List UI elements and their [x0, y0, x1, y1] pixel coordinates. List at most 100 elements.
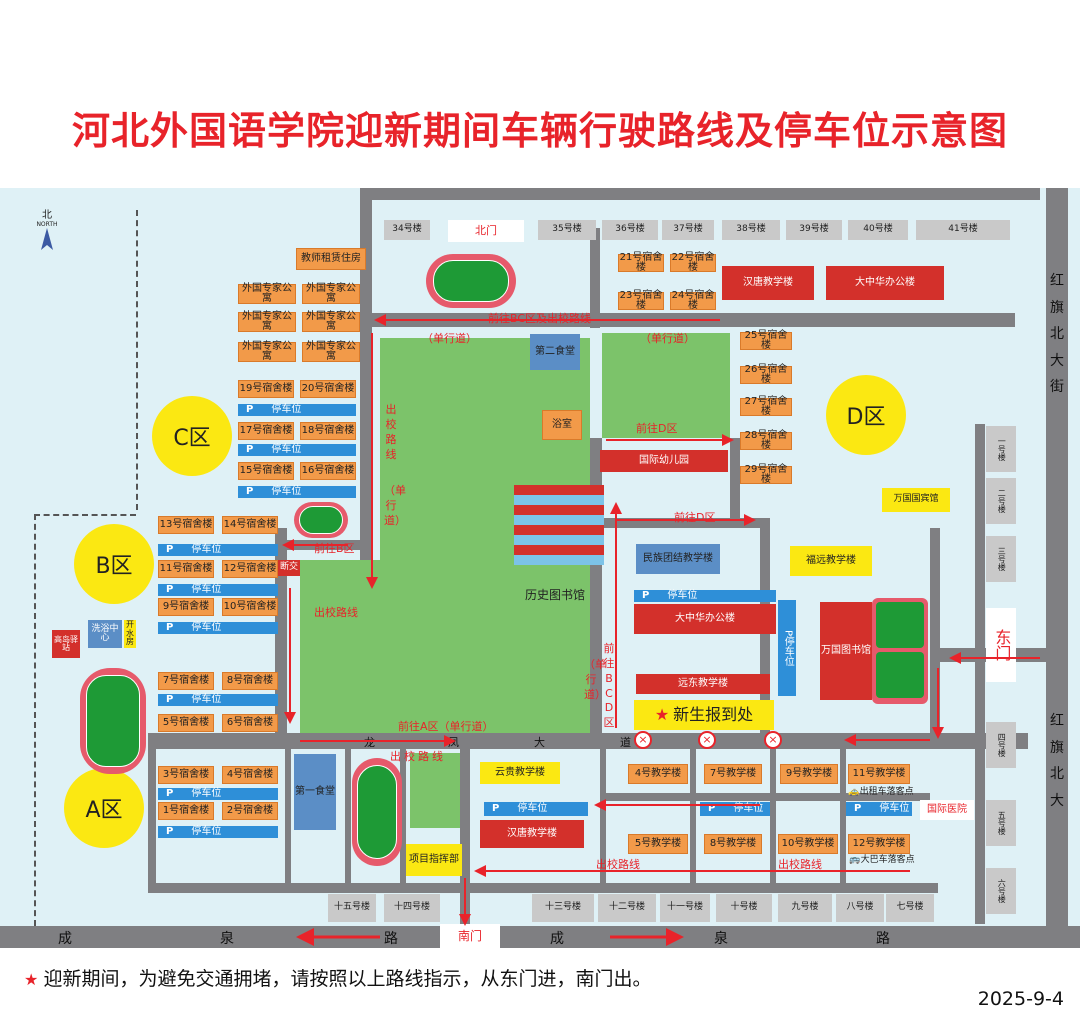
dorm-12: 12号宿舍楼 [222, 560, 278, 578]
road-longfeng [148, 733, 1028, 749]
shower-center: 洗浴中心 [88, 620, 122, 648]
south-building-14: 十四号楼 [384, 894, 440, 922]
no-entry-icon: × [634, 731, 652, 749]
star-icon: ★ [24, 970, 44, 989]
street-hongqi-bottom: 红旗北大 [1050, 713, 1064, 809]
road-a4 [400, 748, 406, 888]
road-a-west [148, 733, 156, 893]
footer: ★ 迎新期间，为避免交通拥堵，请按照以上路线指示，从东门进，南门出。 2025-… [0, 948, 1080, 1030]
road-d-vert [730, 438, 740, 518]
road-t2 [690, 748, 696, 888]
street-da: 大 [534, 736, 545, 749]
zone-c: C区 [152, 396, 232, 476]
expert-apt-6: 外国专家公寓 [302, 341, 360, 362]
footer-date: 2025-9-4 [977, 988, 1064, 1010]
dazhonghua-building: 大中华办公楼 [826, 266, 944, 300]
hantang-building-2: 汉唐教学楼 [480, 820, 584, 848]
expert-apt-4: 外国专家公寓 [302, 311, 360, 332]
street-long: 龙 [364, 736, 375, 749]
street-lu-1: 路 [384, 931, 398, 947]
building-41: 41号楼 [916, 220, 1010, 240]
south-gate[interactable]: 南门 [440, 924, 500, 948]
canteen-1: 第一食堂 [294, 754, 336, 830]
boundary-dash [136, 210, 138, 510]
no-entry-icon: × [698, 731, 716, 749]
south-building-7: 七号楼 [886, 894, 934, 922]
expert-apt-3: 外国专家公寓 [238, 311, 296, 332]
road-chengquan [0, 926, 1080, 948]
intersection-closed: 断交 [278, 560, 300, 576]
island-station: 高岛驿站 [52, 630, 80, 658]
road-east-edge [975, 424, 985, 924]
teaching-4: 4号教学楼 [628, 764, 688, 784]
south-building-12: 十二号楼 [598, 894, 656, 922]
building-37: 37号楼 [662, 220, 714, 240]
dorm-10: 10号宿舍楼 [222, 598, 278, 616]
history-library-shape [514, 485, 604, 583]
kindergarten: 国际幼儿园 [600, 450, 728, 472]
route-oneway-1: （单行道） [422, 332, 477, 345]
minzu-building: 民族团结教学楼 [636, 544, 720, 574]
dorm-17: 17号宿舍楼 [238, 422, 294, 440]
footer-note: ★ 迎新期间，为避免交通拥堵，请按照以上路线指示，从东门进，南门出。 [24, 968, 652, 990]
south-building-8: 八号楼 [836, 894, 884, 922]
teaching-12: 12号教学楼 [848, 834, 910, 854]
registration-desk[interactable]: ★新生报到处 [634, 700, 774, 730]
street-dao: 道 [620, 736, 631, 749]
expert-apt-1: 外国专家公寓 [238, 283, 296, 304]
dorm-18: 18号宿舍楼 [300, 422, 356, 440]
street-hongqi-top: 红旗北大街 [1050, 273, 1064, 396]
east-gate[interactable]: 东门 [986, 608, 1016, 682]
expert-apt-5: 外国专家公寓 [238, 341, 296, 362]
teaching-11: 11号教学楼 [848, 764, 910, 784]
taxi-dropoff: 🚕出租车落客点 [848, 787, 914, 798]
dorm-19: 19号宿舍楼 [238, 380, 294, 398]
bathhouse: 浴室 [542, 410, 582, 440]
sports-field-a [80, 668, 146, 774]
bus-icon: 🚌 [849, 855, 861, 866]
boundary-dash-h [34, 514, 136, 516]
teacher-housing: 教师租赁住房 [296, 248, 366, 270]
campus-map[interactable]: 北 NORTH C区 B区 A区 D区 34号楼 北门 35号楼 36号楼 37… [0, 188, 1080, 948]
south-building-15: 十五号楼 [328, 894, 376, 922]
east-building-6: 六号楼 [986, 868, 1016, 914]
yuandong-building: 远东教学楼 [636, 674, 770, 694]
road-d [600, 518, 770, 528]
dorm-8: 8号宿舍楼 [222, 672, 278, 690]
building-40: 40号楼 [848, 220, 908, 240]
north-gate[interactable]: 北门 [448, 220, 524, 242]
road-t1 [600, 748, 606, 888]
dorm-6: 6号宿舍楼 [222, 714, 278, 732]
street-cheng-1: 成 [58, 931, 72, 947]
teaching-7: 7号教学楼 [704, 764, 762, 784]
route-to-bcd: 前往BCD区 [603, 642, 615, 730]
teaching-8: 8号教学楼 [704, 834, 762, 854]
east-building-4: 四号楼 [986, 722, 1016, 768]
road-south-inner [148, 883, 938, 893]
international-hospital: 国际医院 [920, 800, 974, 820]
dorm-27: 27号宿舍楼 [740, 396, 792, 417]
teaching-9: 9号教学楼 [780, 764, 838, 784]
boundary-dash-v [34, 514, 36, 926]
north-arrow-icon [41, 228, 53, 250]
building-39: 39号楼 [786, 220, 842, 240]
route-to-a: 前往A区（单行道） [398, 720, 494, 733]
route-exit-2: 出校路线 [390, 750, 446, 763]
dorm-21: 21号宿舍楼 [618, 251, 664, 273]
route-exit-3: 出校路线 [596, 858, 640, 871]
south-building-11: 十一号楼 [660, 894, 710, 922]
wanguo-library: 万国图书馆 [820, 602, 872, 700]
